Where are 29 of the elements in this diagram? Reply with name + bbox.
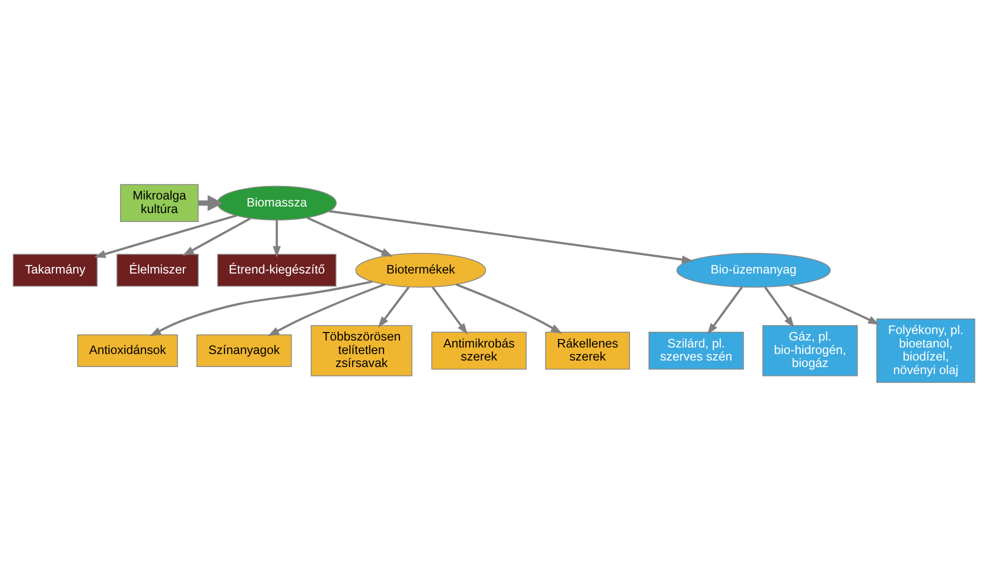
node-box: Antioxidánsok (77, 334, 178, 367)
arrow (94, 214, 237, 258)
arrow (378, 286, 410, 328)
node-ellipse: Bio-üzemanyag (676, 252, 831, 288)
arrow (764, 286, 794, 328)
arrow (456, 282, 562, 334)
node-ellipse: Biomassza (216, 185, 337, 220)
node-box: Többszörösen telítetlen zsírsavak (310, 324, 412, 376)
arrow (272, 220, 281, 258)
node-box: Étrend-kiegészítő (217, 253, 336, 286)
arrow (306, 216, 393, 256)
node-ellipse: Biotermékek (355, 252, 486, 288)
arrow (328, 210, 694, 264)
node-box: Antimikrobás szerek (431, 331, 527, 370)
node-box: Szilárd, pl. szerves szén (648, 331, 744, 370)
arrow (789, 284, 880, 324)
node-box: Színanyagok (196, 334, 292, 367)
node-box: Folyékony, pl. bioetanol, biodízel, növényi olaj (876, 318, 976, 382)
node-box: Mikroalga kultúra (120, 184, 199, 222)
arrow (198, 194, 224, 211)
arrow (268, 282, 386, 336)
node-box: Élelmiszer (116, 253, 199, 286)
arrow (432, 286, 468, 334)
node-box: Takarmány (12, 253, 98, 286)
arrow (182, 216, 252, 256)
node-box: Rákellenes szerek (545, 331, 630, 370)
node-box: Gáz, pl. bio-hidrogén, biogáz (762, 324, 858, 376)
arrow (150, 280, 373, 336)
arrow (707, 286, 743, 334)
